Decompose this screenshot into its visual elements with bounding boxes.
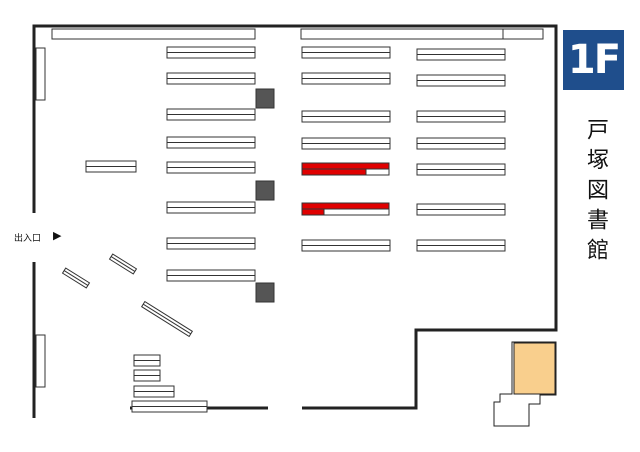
wall-main [32, 24, 558, 410]
bookshelves [85, 46, 506, 413]
entrance-label: 出入口 [14, 234, 42, 244]
pillars [255, 88, 275, 303]
top-wall-shelf-left [51, 28, 256, 40]
top-wall-shelf-right [300, 28, 544, 40]
pillar-2 [255, 180, 275, 201]
pillar-1 [255, 88, 275, 109]
left-wall-shelf-upper [35, 47, 46, 101]
pillar-3 [255, 282, 275, 303]
entrance-arrow-icon: ▶ [53, 229, 62, 242]
library-name: 戸塚図書館 [583, 118, 608, 268]
room-outline [493, 341, 557, 427]
angled-shelves [61, 253, 194, 338]
floor-badge: 1F [563, 30, 624, 90]
left-wall-shelf-lower [35, 334, 46, 388]
highlighted-shelves [301, 162, 390, 216]
room-orange [513, 342, 556, 395]
wall-shelves [35, 28, 544, 388]
